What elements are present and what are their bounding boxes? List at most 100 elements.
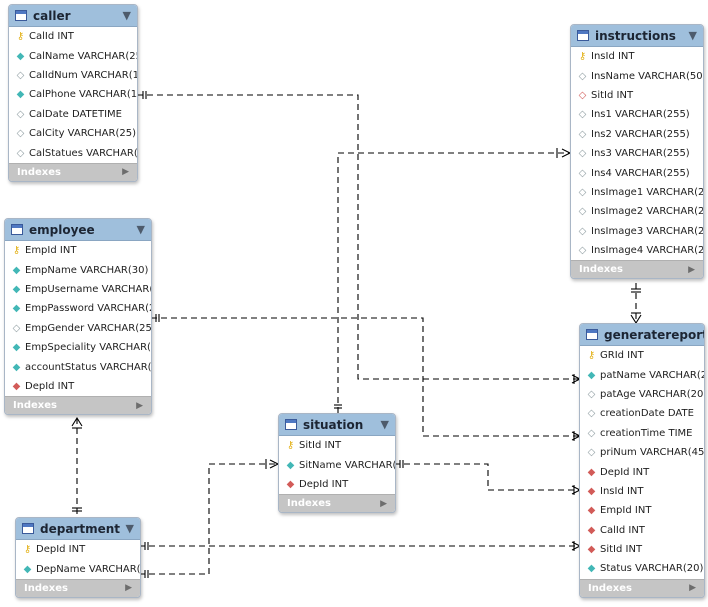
column-row[interactable]: ◇ CalDate DATETIME xyxy=(9,105,137,124)
column-label: InsImage4 VARCHAR(255) xyxy=(591,245,704,257)
column-row[interactable]: ◆DepId INT xyxy=(279,475,395,494)
column-row[interactable]: ◆DepId INT xyxy=(5,377,151,396)
column-row[interactable]: ⚷DepId INT xyxy=(16,540,140,559)
column-row[interactable]: ◇SitId INT xyxy=(571,86,703,105)
table-caller[interactable]: caller ▼ ⚷CalId INT◆CalName VARCHAR(25)◇… xyxy=(8,4,138,182)
column-row[interactable]: ⚷CalId INT xyxy=(9,27,137,46)
collapse-icon[interactable]: ▼ xyxy=(380,418,389,431)
column-row[interactable]: ◆DepId INT xyxy=(580,462,704,481)
expand-icon[interactable]: ▶ xyxy=(136,400,143,411)
diamond-filled-icon: ◆ xyxy=(16,50,25,62)
column-row[interactable]: ◇CalIdNum VARCHAR(10) xyxy=(9,66,137,85)
column-label: Ins1 VARCHAR(255) xyxy=(591,109,690,121)
column-row[interactable]: ◆EmpPassword VARCHAR(25) xyxy=(5,299,151,318)
diamond-outline-icon: ◇ xyxy=(578,245,587,257)
column-row[interactable]: ◇InsImage1 VARCHAR(255) xyxy=(571,183,703,202)
table-header[interactable]: instructions ▼ xyxy=(571,25,703,47)
column-row[interactable]: ◆accountStatus VARCHAR(25) xyxy=(5,357,151,376)
column-row[interactable]: ◇priNum VARCHAR(45) xyxy=(580,443,704,462)
table-header[interactable]: employee ▼ xyxy=(5,219,151,241)
column-row[interactable]: ◇InsImage2 VARCHAR(255) xyxy=(571,202,703,221)
column-row[interactable]: ◇creationDate DATE xyxy=(580,404,704,423)
key-icon: ⚷ xyxy=(587,350,596,362)
column-row[interactable]: ◆EmpName VARCHAR(30) xyxy=(5,260,151,279)
column-label: CalDate DATETIME xyxy=(29,108,122,120)
indexes-section[interactable]: Indexes ▶ xyxy=(571,260,703,279)
column-row[interactable]: ⚷SitId INT xyxy=(279,436,395,455)
diamond-outline-icon: ◇ xyxy=(587,447,596,459)
column-label: SitId INT xyxy=(591,89,634,101)
diamond-filled-icon: ◆ xyxy=(12,264,21,276)
column-label: EmpGender VARCHAR(25) xyxy=(25,322,152,334)
column-row[interactable]: ◆SitName VARCHAR(25) xyxy=(279,455,395,474)
column-row[interactable]: ◇InsName VARCHAR(50) xyxy=(571,66,703,85)
column-row[interactable]: ◆SitId INT xyxy=(580,540,704,559)
expand-icon[interactable]: ▶ xyxy=(380,498,387,509)
indexes-section[interactable]: Indexes ▶ xyxy=(9,162,137,181)
expand-icon[interactable]: ▶ xyxy=(689,583,696,594)
indexes-label: Indexes xyxy=(579,264,623,276)
foreign-key-icon: ◆ xyxy=(12,380,21,392)
table-instructions[interactable]: instructions ▼ ⚷InsId INT◇InsName VARCHA… xyxy=(570,24,704,280)
table-generatereport[interactable]: generatereport ▼ ⚷GRId INT◆patName VARCH… xyxy=(579,323,705,598)
column-row[interactable]: ◇Ins2 VARCHAR(255) xyxy=(571,125,703,144)
column-row[interactable]: ◆EmpUsername VARCHAR(25) xyxy=(5,280,151,299)
indexes-label: Indexes xyxy=(17,166,61,178)
foreign-key-icon: ◆ xyxy=(587,505,596,517)
column-label: InsId INT xyxy=(591,51,635,63)
table-header[interactable]: caller ▼ xyxy=(9,5,137,27)
indexes-section[interactable]: Indexes ▶ xyxy=(279,494,395,513)
column-row[interactable]: ⚷GRId INT xyxy=(580,346,704,365)
column-row[interactable]: ◆CalPhone VARCHAR(10) xyxy=(9,85,137,104)
column-row[interactable]: ◇creationTime TIME xyxy=(580,424,704,443)
table-department[interactable]: department ▼ ⚷DepId INT◆DepName VARCHAR(… xyxy=(15,517,141,598)
column-row[interactable]: ◆CalId INT xyxy=(580,521,704,540)
column-row[interactable]: ◇Ins4 VARCHAR(255) xyxy=(571,163,703,182)
table-header[interactable]: situation ▼ xyxy=(279,414,395,436)
column-row[interactable]: ◆EmpId INT xyxy=(580,501,704,520)
indexes-section[interactable]: Indexes ▶ xyxy=(580,578,704,597)
column-label: patName VARCHAR(25) xyxy=(600,369,704,381)
column-row[interactable]: ◆EmpSpeciality VARCHAR(100) xyxy=(5,338,151,357)
collapse-icon[interactable]: ▼ xyxy=(122,9,131,22)
diamond-filled-icon: ◆ xyxy=(587,563,596,575)
collapse-icon[interactable]: ▼ xyxy=(125,522,134,535)
column-label: InsImage2 VARCHAR(255) xyxy=(591,206,704,218)
table-situation[interactable]: situation ▼ ⚷SitId INT◆SitName VARCHAR(2… xyxy=(278,413,396,514)
column-row[interactable]: ◇Ins3 VARCHAR(255) xyxy=(571,144,703,163)
column-row[interactable]: ◇CalStatues VARCHAR(25) xyxy=(9,143,137,162)
expand-icon[interactable]: ▶ xyxy=(125,583,132,594)
column-row[interactable]: ◇Ins1 VARCHAR(255) xyxy=(571,105,703,124)
column-label: CalCity VARCHAR(25) xyxy=(29,128,136,140)
collapse-icon[interactable]: ▼ xyxy=(688,29,697,42)
column-row[interactable]: ⚷InsId INT xyxy=(571,47,703,66)
column-row[interactable]: ◇ InsImage4 VARCHAR(255) xyxy=(571,241,703,260)
column-row[interactable]: ◇InsImage3 VARCHAR(255) xyxy=(571,222,703,241)
expand-icon[interactable]: ▶ xyxy=(122,167,129,178)
column-label: EmpId INT xyxy=(25,245,77,257)
column-row[interactable]: ◆patName VARCHAR(25) xyxy=(580,365,704,384)
column-row[interactable]: ⚷EmpId INT xyxy=(5,241,151,260)
column-row[interactable]: ◇ EmpGender VARCHAR(25) xyxy=(5,319,151,338)
column-row[interactable]: ◆Status VARCHAR(20) xyxy=(580,559,704,578)
indexes-section[interactable]: Indexes ▶ xyxy=(16,578,140,597)
collapse-icon[interactable]: ▼ xyxy=(136,223,145,236)
diamond-outline-icon: ◇ xyxy=(587,408,596,420)
column-label: CalIdNum VARCHAR(10) xyxy=(29,69,138,81)
table-employee[interactable]: employee ▼ ⚷EmpId INT◆EmpName VARCHAR(30… xyxy=(4,218,152,416)
diamond-outline-icon: ◇ xyxy=(16,108,25,120)
column-label: DepId INT xyxy=(600,466,650,478)
column-row[interactable]: ◆InsId INT xyxy=(580,482,704,501)
diamond-outline-icon: ◇ xyxy=(12,322,21,334)
column-row[interactable]: ◆CalName VARCHAR(25) xyxy=(9,46,137,65)
expand-icon[interactable]: ▶ xyxy=(688,264,695,275)
column-row[interactable]: ◆DepName VARCHAR(25) xyxy=(16,559,140,578)
column-row[interactable]: ◇patAge VARCHAR(20) xyxy=(580,385,704,404)
relation-situation-generatereport xyxy=(394,463,580,491)
column-row[interactable]: ◇CalCity VARCHAR(25) xyxy=(9,124,137,143)
indexes-section[interactable]: Indexes ▶ xyxy=(5,396,151,415)
table-header[interactable]: department ▼ xyxy=(16,518,140,540)
column-label: DepName VARCHAR(25) xyxy=(36,563,141,575)
table-icon xyxy=(586,329,598,340)
table-header[interactable]: generatereport ▼ xyxy=(580,324,704,346)
